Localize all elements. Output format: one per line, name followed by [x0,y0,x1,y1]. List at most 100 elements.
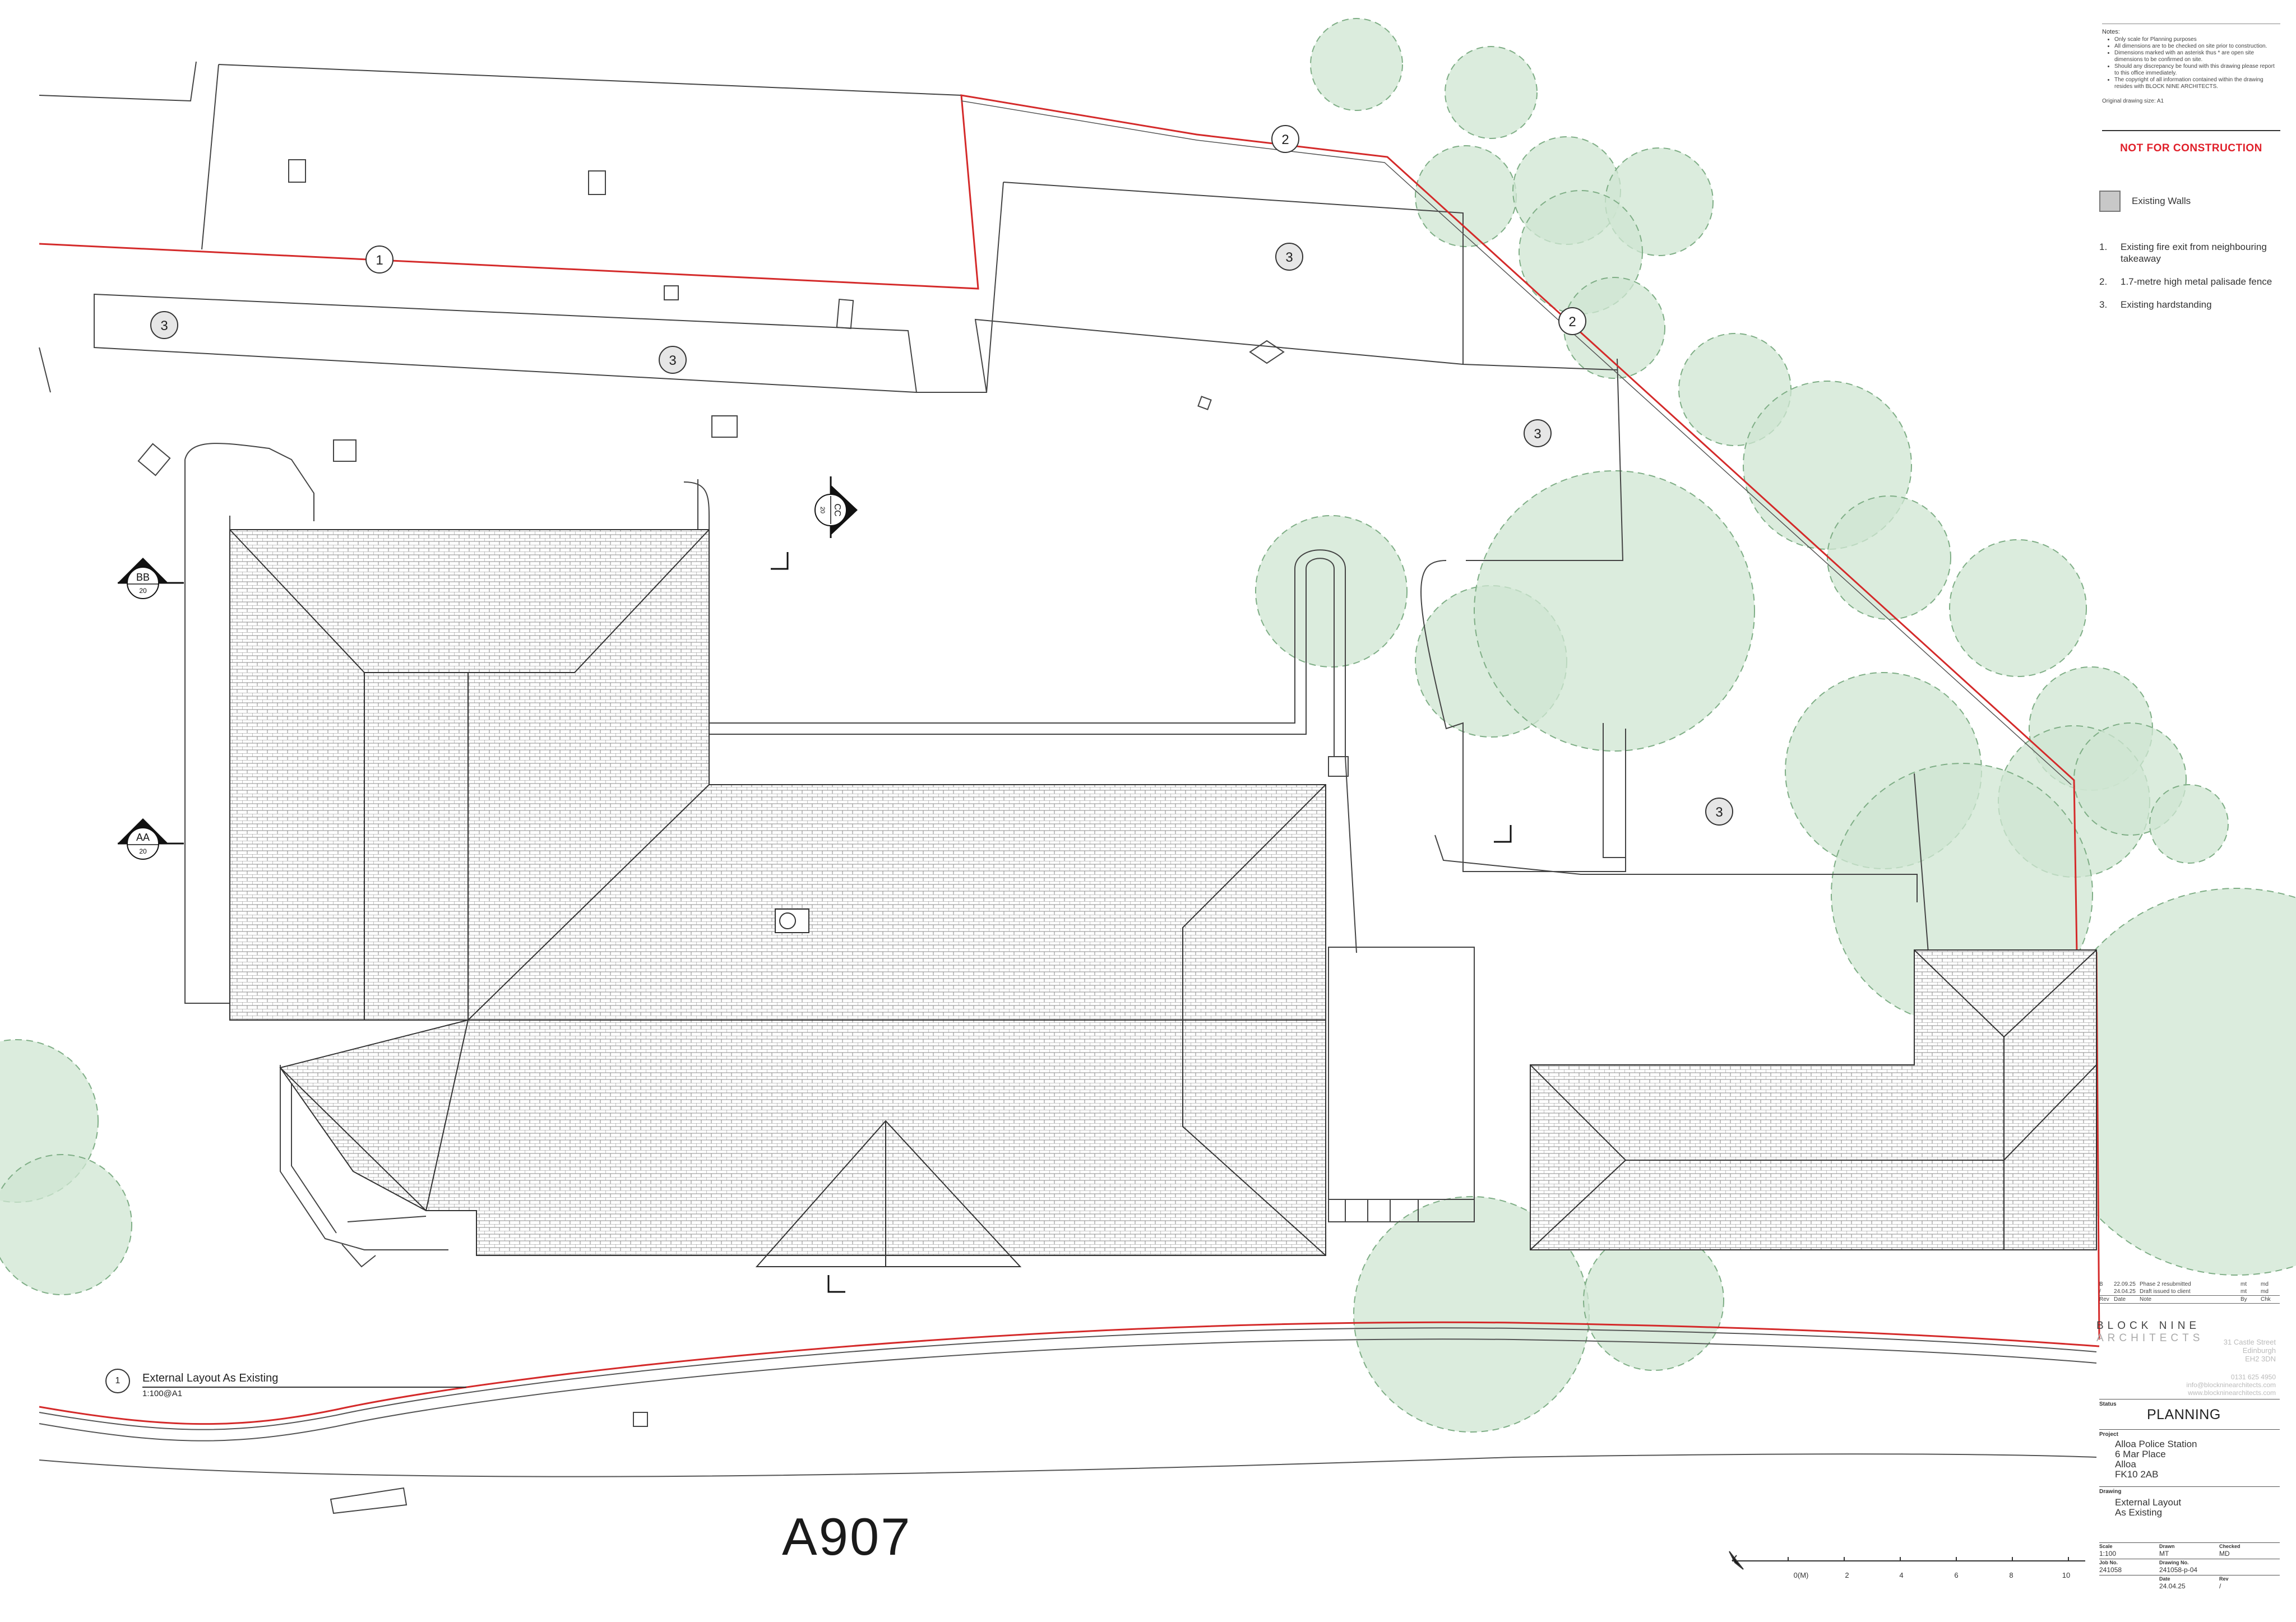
rev-by: mt [2241,1281,2247,1287]
trees [0,18,2296,1433]
callout-label: 3 [1285,250,1293,265]
project-divider [2099,1429,2280,1430]
drawing-line: As Existing [2115,1507,2163,1518]
rev-by: mt [2241,1289,2247,1295]
firm-name-light: ARCHITECTS [2096,1332,2204,1344]
key-note-text: Existing hardstanding [2121,299,2212,310]
scale-bar-labels: 0(M) 2 4 6 8 10 [1794,1571,2071,1579]
callout-3 [1705,798,1733,826]
drawing-name: External Layout As Existing [2115,1498,2181,1518]
callout-label: 3 [1534,427,1541,442]
title-underline [142,1387,466,1388]
key-note-num: 2. [2099,276,2108,287]
tree [1474,470,1755,752]
callouts [150,125,1733,826]
rev-date: 22.09.25 [2114,1281,2136,1287]
key-note-num: 1. [2099,242,2108,252]
callout-label: 2 [1568,314,1576,330]
drawn-value: MT [2159,1550,2169,1558]
scale-tick: 4 [1899,1571,1903,1579]
legend-label: Existing Walls [2132,196,2191,206]
section-cc-name: CC [832,503,842,516]
key-note-text: Existing fire exit from neighbouring tak… [2121,242,2267,264]
tree [1827,495,1951,620]
project-line: Alloa [2115,1459,2136,1470]
note-item: Dimensions marked with an asterisk thus … [2114,50,2280,63]
rev-cell: B [2099,1281,2103,1287]
callout-3 [1524,419,1552,447]
revision-row: / 24.04.25 Draft issued to client mt md [2099,1288,2280,1295]
scale-tick: 6 [1954,1571,1958,1579]
callout-label: 1 [376,253,383,268]
rev-header-date: Date [2114,1296,2126,1303]
drawn-label: Drawn [2159,1544,2175,1549]
title-scale: 1:100@A1 [142,1389,183,1398]
date-value: 24.04.25 [2159,1582,2186,1590]
callout-label: 3 [160,318,168,333]
project-line: Alloa Police Station [2115,1439,2197,1449]
job-label: Job No. [2099,1560,2118,1565]
note-item: Only scale for Planning purposes [2114,36,2280,43]
address-line: 31 Castle Street [2223,1338,2276,1346]
not-for-construction: NOT FOR CONSTRUCTION [2102,130,2280,155]
scale-label: Scale [2099,1544,2113,1549]
road-edges [39,1327,2097,1477]
revision-row: B 22.09.25 Phase 2 resubmitted mt md [2099,1281,2280,1288]
rev-header-by: By [2241,1296,2247,1303]
info-cell [2099,1575,2159,1591]
tree [1583,1230,1724,1371]
address-line: EH2 3DN [2245,1355,2276,1363]
scale-bar [1729,1551,2085,1570]
rev-note: Draft issued to client [2140,1289,2191,1295]
rev-header-note: Note [2140,1296,2152,1303]
scale-tick: 10 [2062,1571,2070,1579]
corner-ticks [771,552,1512,1293]
legend-swatch [2099,191,2121,212]
info-cell: Job No.241058 [2099,1559,2159,1575]
road-label: A907 [782,1507,912,1566]
note-item: Should any discrepancy be found with thi… [2114,63,2280,77]
section-marker-aa: AA 20 [118,818,184,860]
tree [0,1154,132,1295]
scale-value: 1:100 [2099,1550,2117,1558]
key-note-text: 1.7-metre high metal palisade fence [2121,276,2272,287]
legend-existing-walls: Existing Walls [2099,191,2191,212]
contact-web: www.blockninearchitects.com [2188,1389,2276,1397]
firm-contact: 0131 625 4950 info@blockninearchitects.c… [2175,1373,2276,1397]
drawing-divider [2099,1486,2280,1487]
notes-heading: Notes: [2102,29,2120,35]
section-cc-sheet: 20 [819,507,826,513]
callout-labels: 1 2 2 3 3 3 3 3 [160,132,1723,820]
info-cell: Drawing No.241058-p-04 [2159,1559,2219,1575]
tree [1255,515,1408,668]
callout-label: 3 [1715,805,1723,820]
checked-value: MD [2219,1550,2230,1558]
drawing-line: External Layout [2115,1497,2182,1508]
key-notes: 1. Existing fire exit from neighbouring t… [2099,241,2284,322]
job-value: 241058 [2099,1566,2122,1574]
contact-phone: 0131 625 4950 [2230,1373,2276,1381]
scale-tick: 8 [2009,1571,2013,1579]
note-item: The copyright of all information contain… [2114,77,2280,90]
rev-header-chk: Chk [2261,1296,2271,1303]
revision-header: Rev Date Note By Chk [2099,1295,2280,1304]
rev-cell: / [2099,1289,2101,1295]
drawing-label: Drawing [2099,1489,2122,1495]
rev-note: Phase 2 resubmitted [2140,1281,2191,1287]
callout-label: 3 [669,353,676,368]
key-note: 3.Existing hardstanding [2099,299,2284,311]
rev-chk: md [2261,1281,2269,1287]
callout-1 [365,245,394,274]
callout-3 [1275,243,1303,271]
revision-table: B 22.09.25 Phase 2 resubmitted mt md / 2… [2099,1281,2280,1304]
callout-2 [1271,125,1299,153]
callout-3 [659,346,687,374]
main-building-roof [229,529,1326,1267]
tree [2149,784,2229,864]
info-cell: Rev/ [2219,1575,2279,1591]
